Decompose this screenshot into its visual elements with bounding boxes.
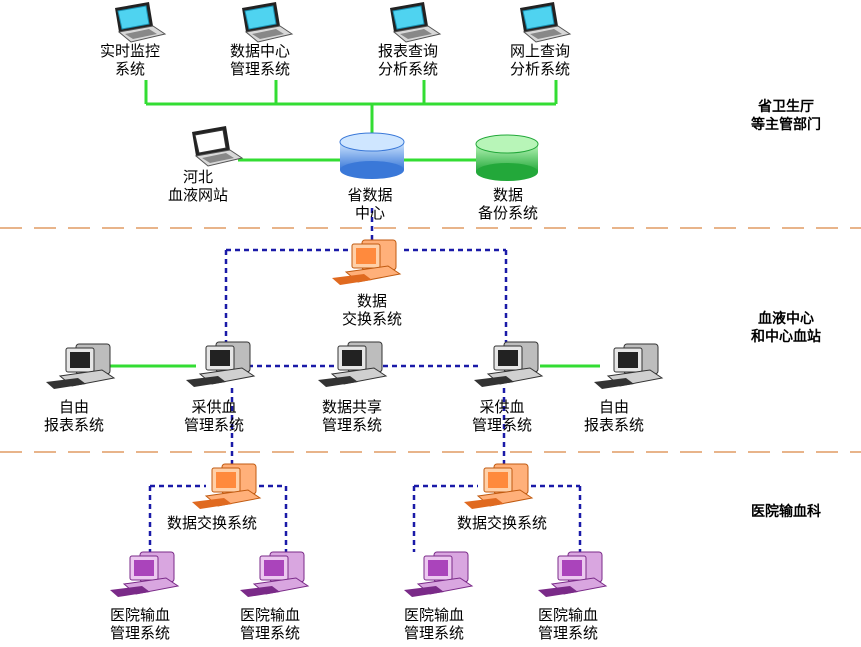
computer-icon	[317, 341, 387, 388]
label-hospital-system-4: 医院输血管理系统	[537, 606, 599, 642]
province-links	[144, 80, 558, 162]
label-data-center-mgmt: 数据中心管理系统	[229, 42, 291, 78]
label-self-report-left: 自由报表系统	[43, 398, 105, 434]
blood-center-links	[148, 208, 582, 552]
tier-label-hospital: 医院输血科	[751, 504, 821, 520]
label-report-query: 报表查询分析系统	[377, 42, 439, 78]
computer-icon	[593, 343, 663, 390]
label-hospital-exchange-right: 数据交换系统	[456, 514, 548, 532]
label-hospital-system-3: 医院输血管理系统	[403, 606, 465, 642]
tier-label-province: 省卫生厅 等主管部门	[751, 99, 821, 133]
label-data-exchange: 数据交换系统	[341, 292, 403, 328]
exchange-computer-icon	[463, 463, 533, 510]
laptop-icon	[114, 1, 166, 43]
label-hospital-exchange-left: 数据交换系统	[166, 514, 258, 532]
label-hospital-system-1: 医院输血管理系统	[109, 606, 171, 642]
hospital-computer-icon	[403, 551, 473, 598]
hospital-computer-icon	[239, 551, 309, 598]
hospital-computer-icon	[109, 551, 179, 598]
laptop-icon	[241, 1, 293, 43]
data-center-database-icon	[339, 132, 405, 179]
computer-icon	[185, 341, 255, 388]
exchange-computer-icon	[331, 239, 401, 286]
label-province-data-center: 省数据中心	[347, 186, 393, 222]
tier-label-blood-center: 血液中心 和中心血站	[751, 311, 821, 345]
label-supply-mgmt-right: 采供血管理系统	[471, 398, 533, 434]
label-blood-website: 河北血液网站	[167, 168, 229, 204]
laptop-icon	[389, 1, 441, 43]
label-hospital-system-2: 医院输血管理系统	[239, 606, 301, 642]
backup-database-icon	[475, 134, 539, 181]
computer-icon	[45, 343, 115, 390]
computer-icon	[473, 341, 543, 388]
label-supply-mgmt-left: 采供血管理系统	[183, 398, 245, 434]
label-data-share: 数据共享管理系统	[321, 398, 383, 434]
label-data-backup: 数据备份系统	[477, 186, 539, 222]
website-laptop-icon	[191, 125, 243, 167]
label-realtime-monitor: 实时监控系统	[99, 42, 161, 78]
label-self-report-right: 自由报表系统	[583, 398, 645, 434]
laptop-icon	[519, 1, 571, 43]
hospital-computer-icon	[537, 551, 607, 598]
label-online-query: 网上查询分析系统	[509, 42, 571, 78]
exchange-computer-icon	[191, 463, 261, 510]
